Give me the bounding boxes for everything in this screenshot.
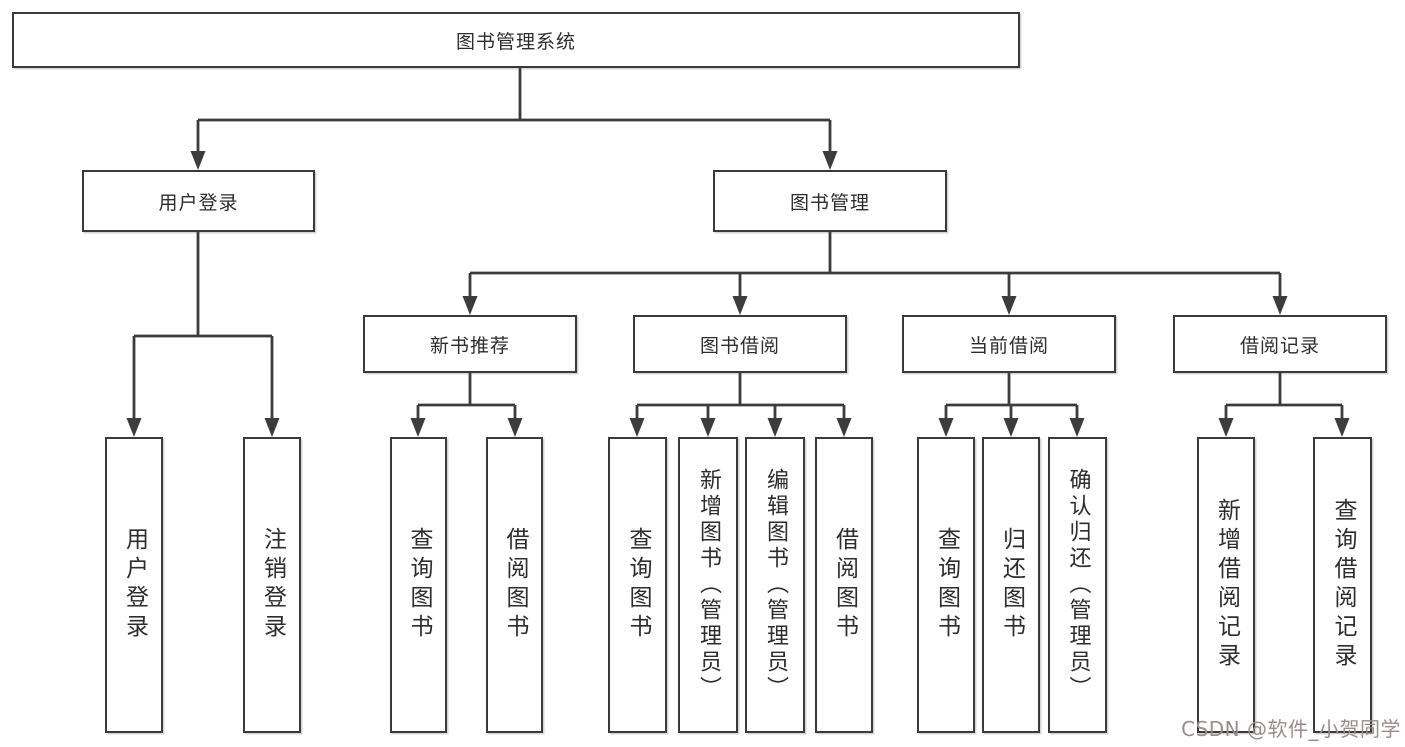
node-book-management-label: 图书管理 <box>789 191 870 214</box>
leaf-user-login-label: 用户登录 <box>121 527 148 643</box>
arrowhead-icon <box>1334 418 1350 437</box>
arrowhead-icon <box>767 418 783 437</box>
leaf-add-books-admin-label: 新增图书（管理员） <box>696 468 721 702</box>
arrowhead-icon <box>822 151 838 170</box>
arrowhead-icon <box>462 296 478 315</box>
arrowhead-icon <box>700 418 716 437</box>
node-user-login: 用户登录 <box>82 170 315 232</box>
arrowhead-icon <box>1069 418 1085 437</box>
node-system-root-label: 图书管理系统 <box>455 30 576 53</box>
node-current-borrowing: 当前借阅 <box>902 315 1116 373</box>
csdn-watermark: CSDN @软件_小贺同学 <box>1181 717 1401 741</box>
arrowhead-icon <box>190 151 206 170</box>
node-book-management: 图书管理 <box>713 170 947 232</box>
leaf-query-borrow-record: 查询借阅记录 <box>1313 437 1372 733</box>
arrowhead-group <box>126 151 1350 437</box>
arrowhead-icon <box>836 418 852 437</box>
node-book-borrowing-label: 图书借阅 <box>699 334 780 357</box>
arrowhead-icon <box>507 418 523 437</box>
leaf-add-borrow-record-label: 新增借阅记录 <box>1213 498 1240 672</box>
node-current-borrowing-label: 当前借阅 <box>968 334 1049 357</box>
node-borrowing-records: 借阅记录 <box>1173 315 1387 373</box>
leaf-borrow-books: 借阅图书 <box>815 437 873 733</box>
node-book-borrowing: 图书借阅 <box>633 315 847 373</box>
node-borrowing-records-label: 借阅记录 <box>1239 334 1320 357</box>
leaf-edit-books-admin-label: 编辑图书（管理员） <box>763 468 788 702</box>
leaf-recommend-query-books-label: 查询图书 <box>406 527 432 643</box>
leaf-add-books-admin: 新增图书（管理员） <box>678 437 738 733</box>
arrowhead-icon <box>732 296 748 315</box>
leaf-recommend-borrow-books-label: 借阅图书 <box>502 527 528 643</box>
leaf-confirm-return-admin: 确认归还（管理员） <box>1048 437 1107 733</box>
leaf-user-login: 用户登录 <box>105 437 163 733</box>
arrowhead-icon <box>1001 296 1017 315</box>
leaf-borrow-books-label: 借阅图书 <box>831 527 858 643</box>
leaf-logout: 注销登录 <box>243 437 301 733</box>
arrowhead-icon <box>938 418 954 437</box>
leaf-current-query-books-label: 查询图书 <box>933 527 960 643</box>
leaf-borrowing-query-books: 查询图书 <box>608 437 667 733</box>
leaf-add-borrow-record: 新增借阅记录 <box>1197 437 1255 733</box>
node-new-book-recommend: 新书推荐 <box>363 315 577 373</box>
node-user-login-label: 用户登录 <box>158 191 239 214</box>
leaf-confirm-return-admin-label: 确认归还（管理员） <box>1065 468 1091 702</box>
arrowhead-icon <box>264 418 280 437</box>
arrowhead-icon <box>1272 296 1288 315</box>
leaf-borrowing-query-books-label: 查询图书 <box>625 527 651 643</box>
leaf-current-query-books: 查询图书 <box>917 437 975 733</box>
arrowhead-icon <box>629 418 645 437</box>
leaf-return-books-label: 归还图书 <box>998 527 1025 643</box>
arrowhead-icon <box>1003 418 1019 437</box>
leaf-return-books: 归还图书 <box>982 437 1040 733</box>
node-new-book-recommend-label: 新书推荐 <box>429 334 510 357</box>
leaf-recommend-query-books: 查询图书 <box>390 437 447 733</box>
arrowhead-icon <box>410 418 426 437</box>
leaf-recommend-borrow-books: 借阅图书 <box>486 437 543 733</box>
arrowhead-icon <box>1218 418 1234 437</box>
node-system-root: 图书管理系统 <box>12 12 1020 68</box>
arrowhead-icon <box>126 418 142 437</box>
leaf-query-borrow-record-label: 查询借阅记录 <box>1330 498 1356 672</box>
leaf-logout-label: 注销登录 <box>259 527 286 643</box>
leaf-edit-books-admin: 编辑图书（管理员） <box>745 437 805 733</box>
